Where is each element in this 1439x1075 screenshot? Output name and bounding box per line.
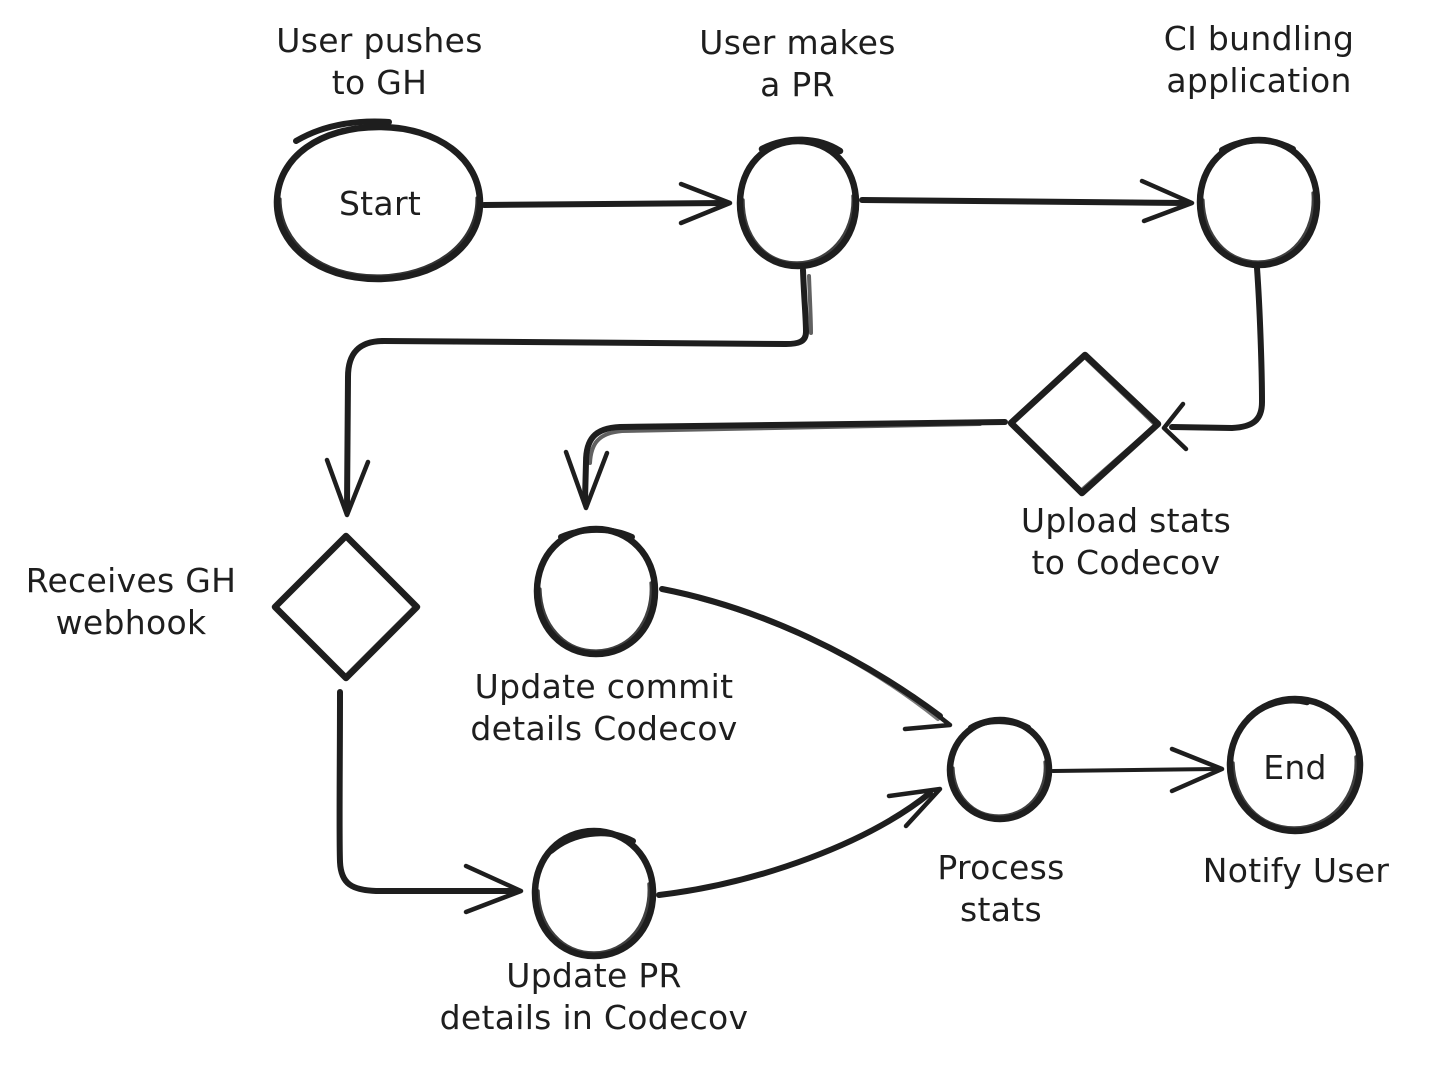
node-label-end: Notify User (1202, 851, 1390, 890)
node-shape-update-commit[interactable] (533, 525, 659, 658)
edge-update-pr-to-process-stats (656, 786, 943, 898)
edge-process-stats-to-end (1051, 746, 1225, 794)
node-label-process-stats: Process stats (937, 848, 1065, 930)
edge-receives-webhook-to-update-pr (336, 689, 524, 915)
edge-user-makes-pr-to-ci-bundling (859, 178, 1195, 224)
node-label-upload-stats: Upload stats to Codecov (1020, 501, 1232, 583)
edge-ci-bundling-to-upload-stats (1161, 265, 1265, 452)
node-inner-label-end: End (1263, 748, 1327, 787)
node-label-update-pr: Update PR details in Codecov (439, 956, 749, 1038)
node-label-receives-webhook: Receives GH webhook (25, 561, 237, 643)
node-shape-process-stats[interactable] (946, 716, 1053, 823)
node-label-ci-bundling: CI bundling application (1163, 19, 1355, 101)
node-label-update-commit: Update commit details Codecov (470, 667, 738, 749)
node-shape-end[interactable] (1226, 695, 1364, 835)
edge-upload-stats-to-update-commit (563, 419, 1008, 511)
edge-start-to-user-makes-pr (481, 181, 733, 226)
node-shape-upload-stats[interactable] (1007, 351, 1162, 497)
node-shape-receives-webhook[interactable] (271, 532, 421, 682)
node-label-start: User pushes to GH (276, 21, 483, 103)
node-shape-update-pr[interactable] (531, 827, 657, 960)
node-shape-start[interactable] (273, 118, 484, 283)
node-inner-label-start: Start (338, 184, 422, 223)
node-shape-ci-bundling[interactable] (1196, 136, 1321, 269)
edge-update-commit-to-process-stats (659, 586, 953, 732)
edge-user-makes-pr-to-receives-webhook (324, 267, 813, 518)
node-label-user-makes-pr: User makes a PR (699, 23, 896, 105)
node-shape-user-makes-pr[interactable] (736, 136, 860, 270)
